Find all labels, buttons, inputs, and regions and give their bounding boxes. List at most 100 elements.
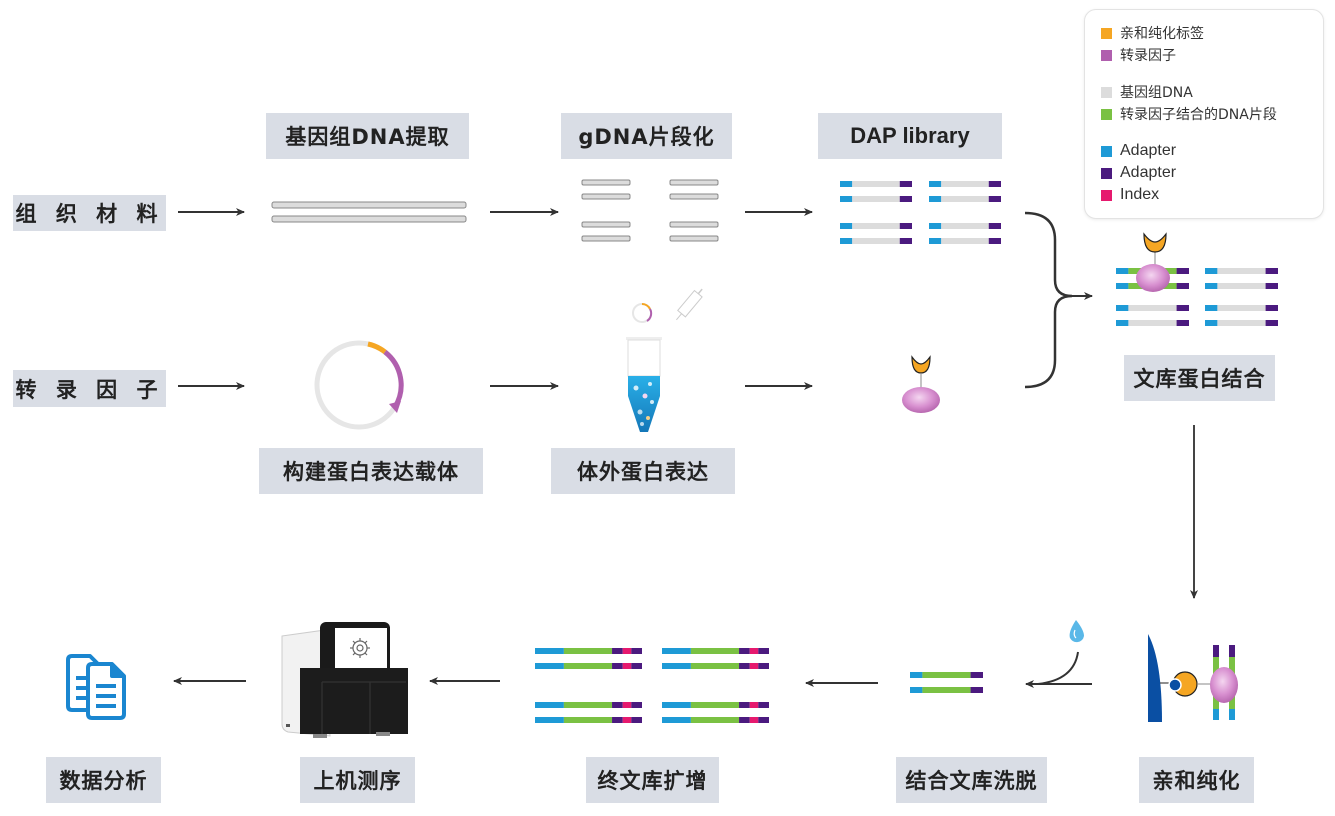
elution-curve [1037,651,1079,685]
adapter-purple-segment [988,238,1001,244]
adapter-purple-segment [899,238,912,244]
legend-swatch [1101,108,1112,120]
adapter-blue-segment [840,223,853,229]
index-segment [622,648,632,654]
gdna-segment [1217,305,1266,311]
bound-dna-segment [690,648,740,654]
eluted-strands [910,672,983,693]
adapter-purple-segment [739,702,750,708]
step-label-elution: 结合文库洗脱 [896,757,1047,803]
adapter-blue-segment [662,648,691,654]
adapter-blue-segment [910,672,923,678]
bound-dna-segment [690,702,740,708]
adapter-purple-segment [758,648,769,654]
adapter-blue-segment [535,648,564,654]
gdna-segment [852,196,900,202]
sequencer-icon [281,622,408,738]
legend-swatch [1101,189,1112,201]
adapter-purple-segment [1265,268,1278,274]
adapter-purple-segment [1176,268,1189,274]
adapter-purple-segment [758,702,769,708]
legend-label: 亲和纯化标签 [1120,26,1204,42]
adapter-purple-segment [739,663,750,669]
adapter-blue-segment [840,238,853,244]
adapter-blue-segment [535,663,564,669]
legend-item-transcription-factor: 转录因子 [1101,44,1323,66]
adapter-purple-segment [988,223,1001,229]
bound-dna-segment [690,663,740,669]
adapter-purple-segment [1265,320,1278,326]
step-label-sequencing: 上机测序 [300,757,415,803]
adapter-purple-segment [1176,320,1189,326]
input-label-tissue: 组 织 材 料 [13,195,166,231]
adapter-blue-segment [662,702,691,708]
legend-label: Index [1120,186,1160,203]
adapter-blue-segment [535,717,564,723]
legend-swatch [1101,27,1112,39]
gdna-segment [941,223,989,229]
adapter-purple-segment [899,196,912,202]
adapter-blue-segment [929,223,942,229]
adapter-purple-segment [612,717,623,723]
index-segment [622,702,632,708]
elution-buffer-drop-icon [1069,620,1084,643]
index-segment [749,648,759,654]
genomic-dna-strands [271,201,467,223]
bound-dna-segment [563,663,613,669]
adapter-purple-segment [631,663,642,669]
legend-item-adapter-blue: Adapter [1101,140,1323,162]
adapter-blue-segment [840,181,853,187]
adapter-blue-segment [1116,320,1129,326]
adapter-purple-segment [631,648,642,654]
gdna-segment [852,223,900,229]
adapter-blue-segment [1116,305,1129,311]
adapter-purple-segment [1176,305,1189,311]
bound-dna-segment [563,717,613,723]
adapter-blue-segment [1205,268,1218,274]
step-label-vector-construction: 构建蛋白表达载体 [259,448,483,494]
adapter-blue-segment [1205,320,1218,326]
adapter-blue-segment [929,181,942,187]
legend-item-genomic-dna: 基因组DNA [1101,81,1323,103]
index-segment [749,663,759,669]
step-label-data-analysis: 数据分析 [46,757,161,803]
adapter-purple-segment [988,181,1001,187]
adapter-purple-segment [1265,305,1278,311]
legend-item-index: Index [1101,184,1323,206]
legend-label: 转录因子 [1120,48,1176,64]
gdna-segment [1128,320,1177,326]
index-segment [749,702,759,708]
adapter-blue-segment [535,702,564,708]
adapter-purple-segment [1176,283,1189,289]
legend-item-affinity-tag: 亲和纯化标签 [1101,22,1323,44]
adapter-purple-segment [970,672,983,678]
legend: 亲和纯化标签 转录因子 基因组DNA 转录因子结合的DNA片段 Adapter … [1084,9,1324,219]
adapter-purple-segment [612,648,623,654]
index-segment [622,717,632,723]
gdna-segment [1217,320,1266,326]
adapter-blue-segment [1116,283,1129,289]
adapter-blue-segment [1116,268,1129,274]
merge-bracket [1024,211,1073,389]
legend-swatch [1101,86,1112,98]
adapter-purple-segment [612,663,623,669]
adapter-blue-segment [840,196,853,202]
bound-dna-segment [922,687,971,693]
legend-swatch [1101,167,1112,179]
adapter-purple-segment [758,717,769,723]
adapter-purple-segment [612,702,623,708]
adapter-purple-segment [988,196,1001,202]
adapter-blue-segment [662,663,691,669]
step-label-amplification: 终文库扩增 [586,757,719,803]
adapter-purple-segment [1265,283,1278,289]
bound-dna-segment [563,702,613,708]
adapter-purple-segment [899,181,912,187]
legend-label: 基因组DNA [1120,85,1193,101]
legend-swatch [1101,49,1112,61]
adapter-blue-segment [1205,305,1218,311]
adapter-purple-segment [739,648,750,654]
gdna-segment [1128,305,1177,311]
gdna-segment [941,238,989,244]
gdna-segment [852,238,900,244]
